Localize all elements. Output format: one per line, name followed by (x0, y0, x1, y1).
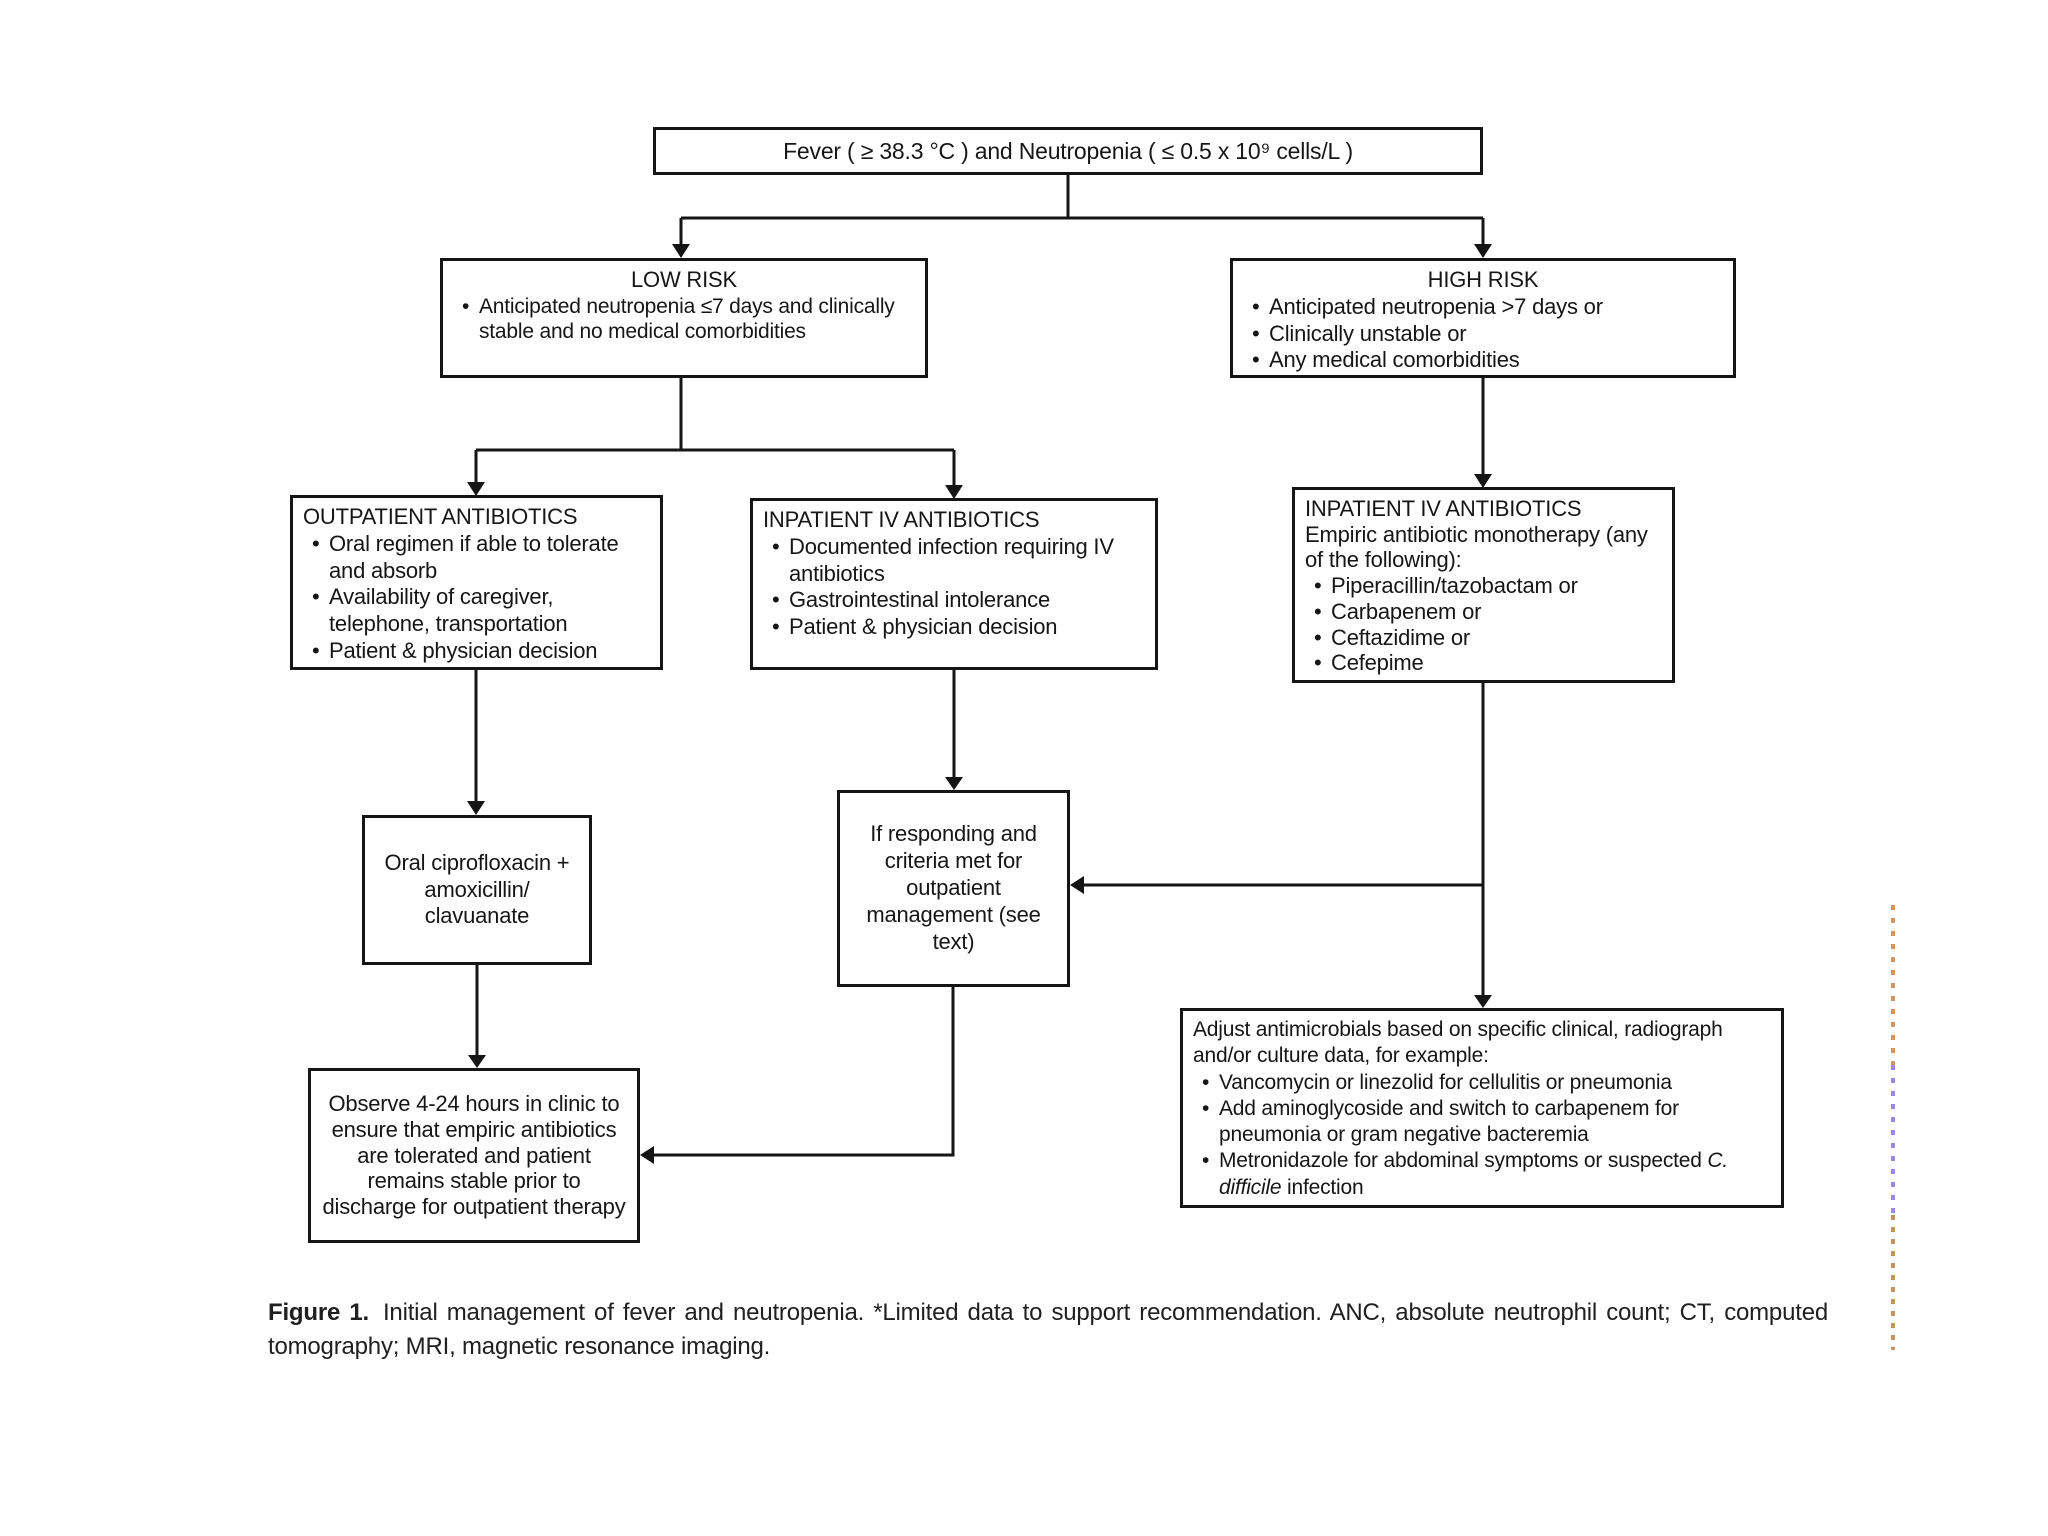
connector-lowrisk-split (474, 378, 956, 487)
low-risk-title: LOW RISK (631, 267, 737, 292)
observe-clinic-text: Observe 4-24 hours in clinic to ensure t… (322, 1090, 626, 1220)
scan-artifact-strip (1891, 905, 1895, 1350)
arrowhead-to-inpatientlow (945, 485, 963, 499)
low-risk-box: LOW RISK Anticipated neutropenia ≤7 days… (440, 258, 928, 378)
arrowhead-to-observe (468, 1055, 486, 1068)
arrowhead-to-lowrisk (672, 244, 690, 258)
inpatient-high-title: INPATIENT IV ANTIBIOTICS (1305, 496, 1582, 521)
if-responding-text: If responding and criteria met for outpa… (866, 821, 1041, 954)
arrowhead-to-adjust (1474, 995, 1492, 1008)
fever-neutropenia-text: Fever ( ≥ 38.3 °C ) and Neutropenia ( ≤ … (783, 137, 1353, 164)
figure-caption: Figure 1.Initial management of fever and… (268, 1296, 1828, 1364)
adjust-bullet: Vancomycin or linezolid for cellulitis o… (1193, 1070, 1771, 1097)
figure-caption-text: Initial management of fever and neutrope… (268, 1299, 1828, 1361)
metronidazole-text-italic: C. difficile (1219, 1149, 1729, 1199)
inpatient-high-bullet: Cefepime (1305, 650, 1662, 676)
adjust-intro: Adjust antimicrobials based on specific … (1193, 1018, 1723, 1068)
metronidazole-text-pre: Metronidazole for abdominal symptoms or … (1219, 1149, 1708, 1173)
arrowhead-to-inpatienthigh (1474, 474, 1492, 488)
outpatient-bullet: Patient & physician decision (303, 638, 650, 665)
inpatient-high-subtitle: Empiric antibiotic monotherapy (any of t… (1305, 521, 1648, 573)
arrowhead-to-ifresponding-right (1070, 876, 1084, 894)
inpatient-low-bullet: Gastrointestinal intolerance (763, 587, 1145, 614)
inpatient-iv-box-highrisk: INPATIENT IV ANTIBIOTICS Empiric antibio… (1292, 487, 1675, 683)
if-responding-box: If responding and criteria met for outpa… (837, 790, 1070, 987)
inpatient-high-bullet: Carbapenem or (1305, 599, 1662, 625)
inpatient-low-bullet: Patient & physician decision (763, 614, 1145, 641)
high-risk-bullet: Clinically unstable or (1243, 321, 1723, 348)
outpatient-antibiotics-box: OUTPATIENT ANTIBIOTICS Oral regimen if a… (290, 495, 663, 670)
adjust-bullet-metronidazole: Metronidazole for abdominal symptoms or … (1193, 1148, 1771, 1201)
adjust-bullet: Add aminoglycoside and switch to carbape… (1193, 1096, 1771, 1149)
high-risk-bullet: Anticipated neutropenia >7 days or (1243, 294, 1723, 321)
high-risk-box: HIGH RISK Anticipated neutropenia >7 day… (1230, 258, 1736, 378)
metronidazole-text-post: infection (1281, 1175, 1364, 1199)
inpatient-low-bullet: Documented infection requiring IV antibi… (763, 534, 1145, 588)
arrowhead-to-highrisk (1474, 244, 1492, 258)
arrowhead-to-outpatient (467, 482, 485, 496)
arrowhead-to-ifresponding-top (945, 777, 963, 790)
figure-caption-label: Figure 1. (268, 1299, 369, 1326)
high-risk-title: HIGH RISK (1427, 267, 1539, 292)
arrowhead-to-oralcipro (467, 801, 485, 815)
scan-artifact-segment (1891, 1065, 1895, 1215)
inpatient-high-bullet: Ceftazidime or (1305, 625, 1662, 651)
inpatient-high-bullet: Piperacillin/tazobactam or (1305, 573, 1662, 599)
adjust-antimicrobials-box: Adjust antimicrobials based on specific … (1180, 1008, 1784, 1208)
arrowhead-to-observe-right (640, 1146, 654, 1164)
low-risk-bullet: Anticipated neutropenia ≤7 days and clin… (453, 294, 915, 345)
oral-ciprofloxacin-text: Oral ciprofloxacin + amoxicillin/ clavua… (384, 849, 570, 929)
outpatient-title: OUTPATIENT ANTIBIOTICS (303, 504, 578, 529)
inpatient-low-title: INPATIENT IV ANTIBIOTICS (763, 507, 1040, 532)
outpatient-bullet: Availability of caregiver, telephone, tr… (303, 584, 650, 638)
outpatient-bullet: Oral regimen if able to tolerate and abs… (303, 531, 650, 585)
scan-artifact-segment (1891, 905, 1895, 1065)
oral-ciprofloxacin-box: Oral ciprofloxacin + amoxicillin/ clavua… (362, 815, 592, 965)
connector-fever-split (679, 175, 1485, 247)
observe-clinic-box: Observe 4-24 hours in clinic to ensure t… (308, 1068, 640, 1243)
scan-artifact-segment (1891, 1215, 1895, 1350)
inpatient-iv-box-lowrisk: INPATIENT IV ANTIBIOTICS Documented infe… (750, 498, 1158, 670)
high-risk-bullet: Any medical comorbidities (1243, 347, 1723, 374)
connector-ifresponding-to-observe (652, 987, 955, 1157)
fever-neutropenia-box: Fever ( ≥ 38.3 °C ) and Neutropenia ( ≤ … (653, 127, 1483, 175)
